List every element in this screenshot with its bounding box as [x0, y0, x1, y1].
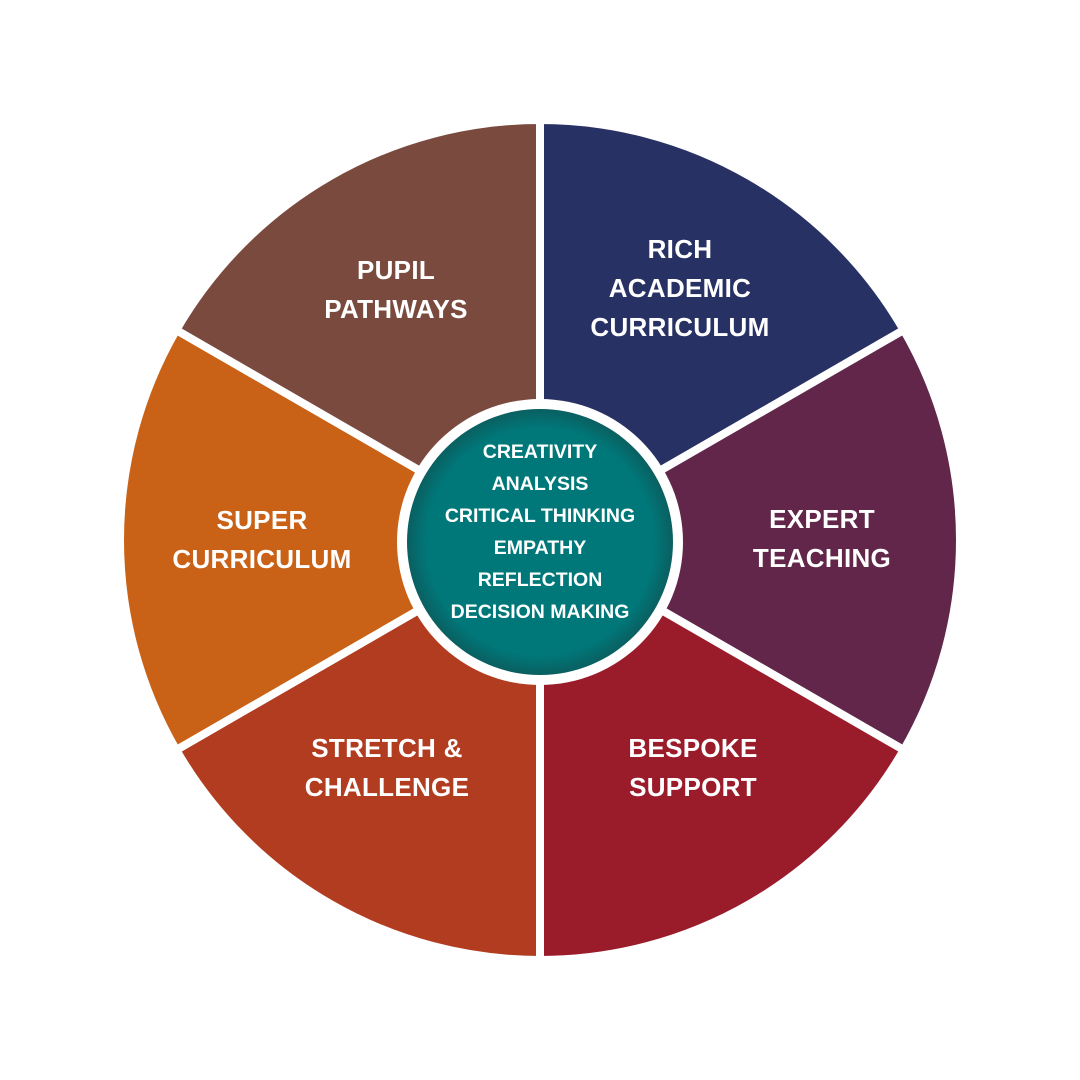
- label-super-curriculum: SUPER CURRICULUM: [132, 501, 392, 579]
- center-circle: [407, 409, 673, 675]
- label-line: STRETCH &: [311, 733, 463, 763]
- label-line: SUPPORT: [629, 772, 757, 802]
- label-line: CURRICULUM: [590, 312, 770, 342]
- skill-empathy: EMPATHY: [493, 537, 587, 559]
- label-rich-academic-curriculum: RICH ACADEMIC CURRICULUM: [550, 230, 810, 347]
- label-line: PATHWAYS: [324, 294, 468, 324]
- label-line: SUPER: [216, 505, 308, 535]
- label-line: CURRICULUM: [172, 544, 352, 574]
- label-line: RICH: [647, 234, 713, 264]
- label-stretch-challenge: STRETCH & CHALLENGE: [257, 729, 517, 807]
- skill-creativity: CREATIVITY: [482, 441, 598, 463]
- segment-expert-teaching: [536, 326, 964, 754]
- label-line: EXPERT: [769, 504, 875, 534]
- label-pupil-pathways: PUPIL PATHWAYS: [266, 251, 526, 329]
- segment-super-curriculum: [116, 326, 544, 754]
- label-line: ACADEMIC: [608, 273, 752, 303]
- skill-decision-making: DECISION MAKING: [450, 601, 630, 623]
- label-expert-teaching: EXPERT TEACHING: [692, 500, 952, 578]
- center-skills-list: CREATIVITY ANALYSIS CRITICAL THINKING EM…: [390, 436, 690, 628]
- label-line: PUPIL: [356, 255, 436, 285]
- label-line: BESPOKE: [628, 733, 758, 763]
- skill-reflection: REFLECTION: [477, 569, 603, 591]
- label-bespoke-support: BESPOKE SUPPORT: [563, 729, 823, 807]
- label-line: CHALLENGE: [304, 772, 470, 802]
- skill-critical-thinking: CRITICAL THINKING: [444, 505, 636, 527]
- skill-analysis: ANALYSIS: [491, 473, 589, 495]
- label-line: TEACHING: [752, 543, 892, 573]
